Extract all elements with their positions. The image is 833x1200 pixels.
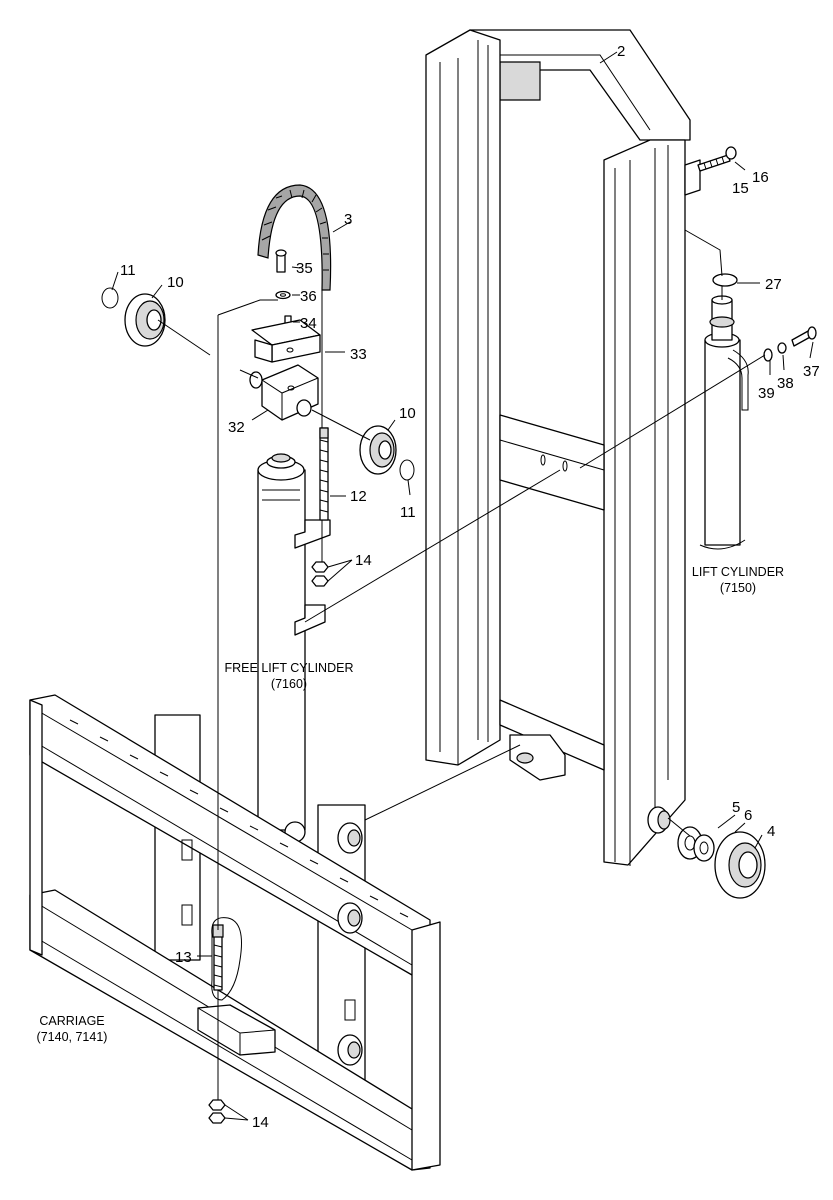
callout-leaders — [111, 51, 814, 1121]
callout-34: 34 — [300, 315, 317, 332]
callout-14-upper: 14 — [355, 552, 372, 569]
callout-14-lower: 14 — [252, 1114, 269, 1131]
chain-anchor-bolt — [319, 427, 329, 521]
callout-11-upper: 11 — [120, 262, 136, 279]
sheave-left — [101, 287, 166, 347]
chain-anchor-block — [249, 364, 319, 421]
callout-3: 3 — [344, 211, 352, 228]
callout-10-upper: 10 — [167, 274, 184, 291]
free-lift-cylinder-code: (7160) — [271, 677, 307, 691]
free-lift-cylinder-caption: FREE LIFT CYLINDER — [225, 661, 354, 675]
callout-32: 32 — [228, 419, 245, 436]
callout-11-lower: 11 — [400, 504, 416, 521]
bolt-35 — [275, 249, 291, 300]
carriage-code: (7140, 7141) — [37, 1030, 108, 1044]
callout-4: 4 — [767, 823, 775, 840]
explode-lines — [157, 229, 766, 1100]
sheave-right — [359, 425, 415, 481]
callout-2: 2 — [617, 43, 625, 60]
free-lift-cylinder — [257, 453, 331, 843]
callout-12: 12 — [350, 488, 367, 505]
callout-36: 36 — [300, 288, 317, 305]
callout-33: 33 — [350, 346, 367, 363]
chain — [257, 184, 332, 291]
callout-16: 16 — [752, 169, 769, 186]
bolt-37-washers — [763, 326, 817, 362]
callout-38: 38 — [777, 375, 794, 392]
nuts-lower — [208, 1099, 226, 1124]
lift-cylinder-code: (7150) — [720, 581, 756, 595]
lift-cylinder — [699, 273, 749, 550]
chain-bracket — [251, 315, 321, 363]
load-roller-assembly — [647, 806, 766, 899]
bolt-15-16 — [697, 146, 737, 172]
callout-5: 5 — [732, 799, 740, 816]
nuts-upper — [311, 561, 329, 587]
outer-mast — [425, 29, 701, 866]
lift-cylinder-caption: LIFT CYLINDER — [692, 565, 784, 579]
carriage — [29, 694, 441, 1171]
chain-bolt — [212, 924, 224, 991]
captions: FREE LIFT CYLINDER (7160) LIFT CYLINDER … — [37, 565, 785, 1044]
callout-35: 35 — [296, 260, 313, 277]
callout-39: 39 — [758, 385, 775, 402]
callout-27: 27 — [765, 276, 782, 293]
callout-37: 37 — [803, 363, 820, 380]
callout-labels: 2 3 11 10 35 36 34 33 32 10 12 11 14 15 … — [120, 43, 820, 1131]
carriage-caption: CARRIAGE — [39, 1014, 104, 1028]
callout-13: 13 — [175, 949, 192, 966]
callout-15: 15 — [732, 180, 749, 197]
callout-10-lower: 10 — [399, 405, 416, 422]
callout-6: 6 — [744, 807, 752, 824]
